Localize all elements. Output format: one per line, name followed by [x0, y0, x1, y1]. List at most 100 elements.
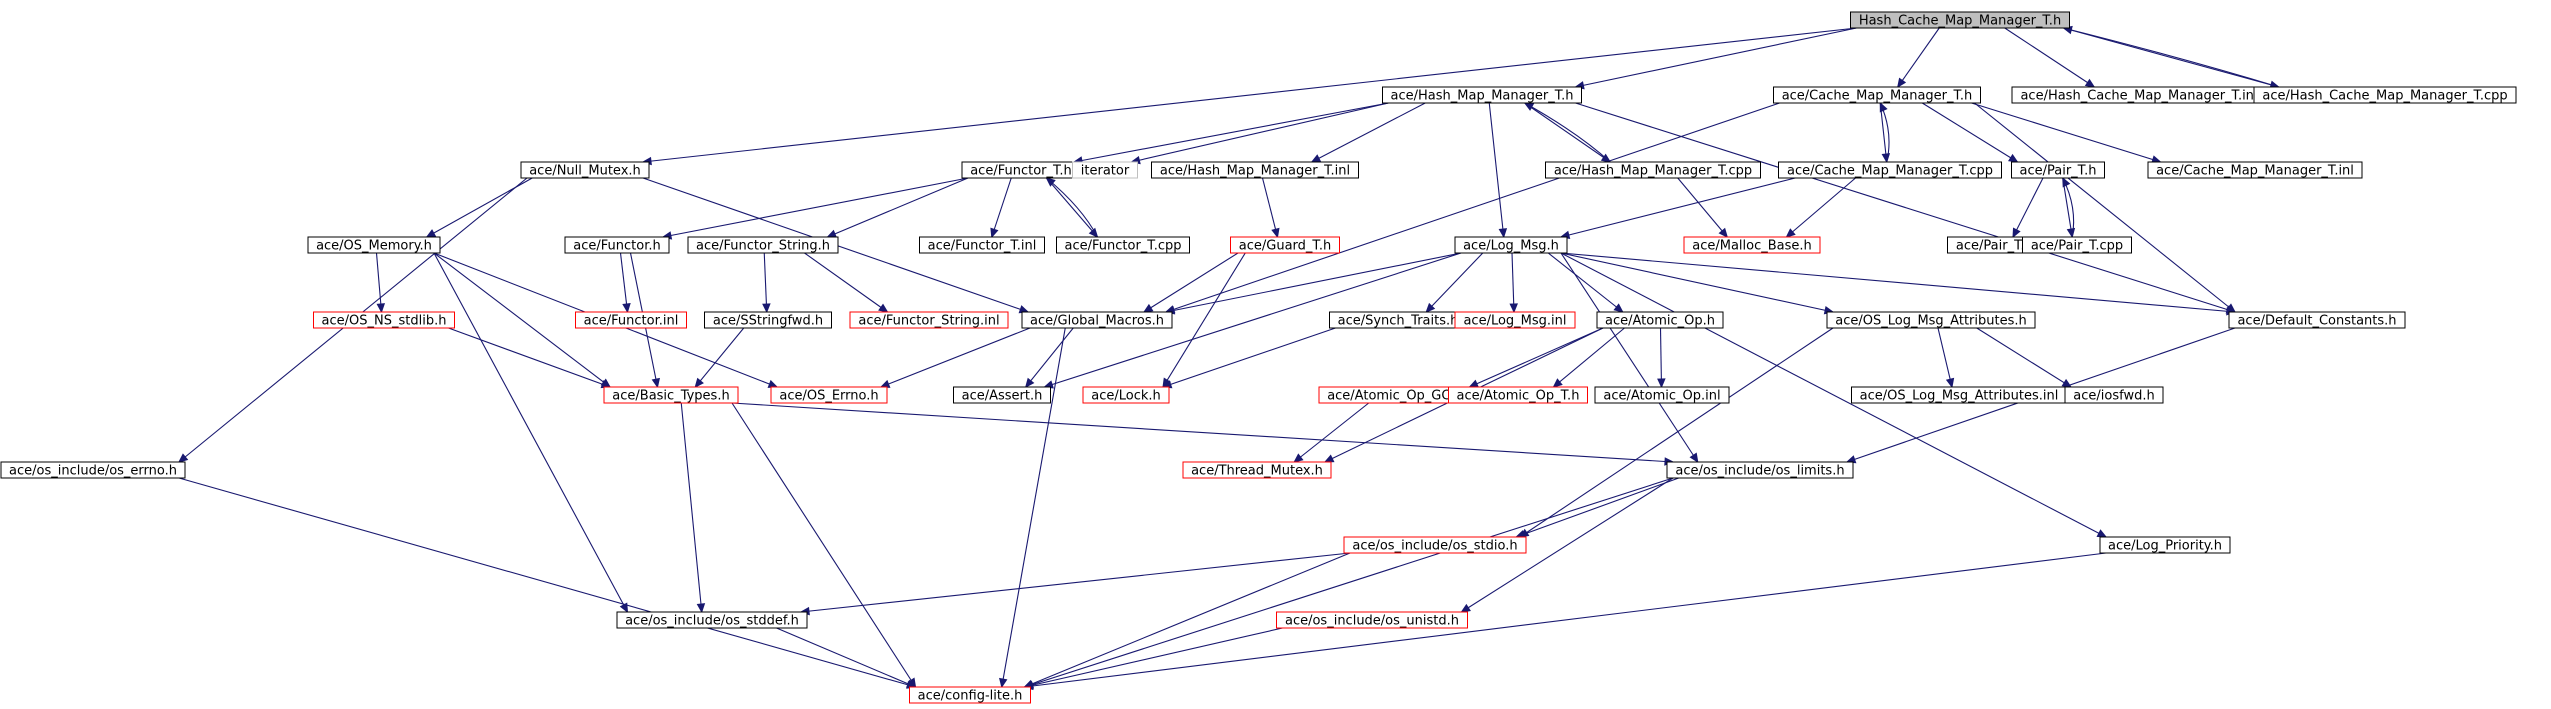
node-os-stdio[interactable]: ace/os_include/os_stdio.h — [1343, 536, 1527, 554]
node-atomic-op-inl[interactable]: ace/Atomic_Op.inl — [1594, 386, 1730, 404]
node-cmm-cpp[interactable]: ace/Cache_Map_Manager_T.cpp — [1778, 161, 2002, 179]
node-box — [770, 386, 888, 404]
node-log-msg[interactable]: ace/Log_Msg.h — [1454, 236, 1568, 254]
node-pair-cpp[interactable]: ace/Pair_T.cpp — [2022, 236, 2132, 254]
node-atomic-op-t[interactable]: ace/Atomic_Op_T.h — [1448, 386, 1588, 404]
node-os-limits[interactable]: ace/os_include/os_limits.h — [1666, 461, 1854, 479]
edge-arrowhead — [1879, 101, 1888, 113]
edge-arrowhead — [2008, 153, 2019, 163]
node-default-constants[interactable]: ace/Default_Constants.h — [2228, 311, 2406, 329]
edge-arrowhead — [1088, 227, 1099, 238]
edge-log-priority-to-config-lite — [1024, 552, 2107, 688]
node-box — [2228, 311, 2406, 329]
edge-arrowhead — [1689, 452, 1699, 464]
nodes-layer: Hash_Cache_Map_Manager_T.h ace/Hash_Map_M… — [0, 11, 2517, 704]
node-log-priority[interactable]: ace/Log_Priority.h — [2099, 536, 2231, 554]
node-box — [1056, 236, 1190, 254]
edge-cmm-h-to-global-macros — [1165, 102, 1780, 313]
node-box — [1545, 161, 1761, 179]
node-label: ace/Functor_T.h — [970, 164, 1072, 179]
node-box — [616, 611, 808, 629]
node-label: ace/Cache_Map_Manager_T.h — [1782, 89, 1973, 104]
node-label: ace/Hash_Cache_Map_Manager_T.cpp — [2262, 89, 2507, 104]
node-functor-inl[interactable]: ace/Functor.inl — [575, 311, 687, 329]
node-assert-h[interactable]: ace/Assert.h — [953, 386, 1051, 404]
edge-root-to-hcmm-inl — [2004, 27, 2095, 88]
edge-arrowhead — [1718, 227, 1729, 238]
node-lock-h[interactable]: ace/Lock.h — [1082, 386, 1170, 404]
node-log-msg-inl[interactable]: ace/Log_Msg.inl — [1454, 311, 1576, 329]
edge-os-include-errno-to-config-lite — [178, 477, 916, 688]
node-label: ace/Functor.h — [573, 239, 660, 254]
node-box — [2147, 161, 2363, 179]
node-box — [1276, 611, 1468, 629]
node-root[interactable]: Hash_Cache_Map_Manager_T.h — [1850, 11, 2070, 29]
node-hmm-inl[interactable]: ace/Hash_Map_Manager_T.inl — [1151, 161, 1359, 179]
edge-arrowhead — [2096, 529, 2108, 538]
node-synch-traits[interactable]: ace/Synch_Traits.h — [1329, 311, 1467, 329]
node-label: ace/Hash_Cache_Map_Manager_T.inl — [2020, 89, 2257, 104]
node-functor-string-inl[interactable]: ace/Functor_String.inl — [849, 311, 1009, 329]
node-hcmm-inl[interactable]: ace/Hash_Cache_Map_Manager_T.inl — [2011, 86, 2267, 104]
node-label: ace/os_include/os_stddef.h — [625, 614, 799, 629]
node-box — [1594, 386, 1730, 404]
node-functor-t-cpp[interactable]: ace/Functor_T.cpp — [1056, 236, 1190, 254]
node-guard-t[interactable]: ace/Guard_T.h — [1230, 236, 1340, 254]
edge-hmm-h-to-hmm-cpp — [1524, 102, 1611, 163]
node-hcmm-cpp[interactable]: ace/Hash_Cache_Map_Manager_T.cpp — [2253, 86, 2517, 104]
node-label: ace/Log_Msg.inl — [1463, 314, 1566, 329]
node-box — [1454, 236, 1568, 254]
node-thread-mutex[interactable]: ace/Thread_Mutex.h — [1182, 461, 1332, 479]
node-box — [307, 236, 441, 254]
edge-arrowhead — [1460, 603, 1471, 613]
edge-arrowhead — [879, 379, 891, 388]
node-hmm-cpp[interactable]: ace/Hash_Map_Manager_T.cpp — [1545, 161, 1761, 179]
edge-root-to-hmm-h — [1575, 27, 1857, 88]
node-null-mutex[interactable]: ace/Null_Mutex.h — [520, 161, 650, 179]
node-functor-h[interactable]: ace/Functor.h — [564, 236, 670, 254]
edge-arrowhead — [622, 303, 631, 314]
edges-layer — [178, 25, 2280, 691]
edge-arrowhead — [767, 379, 779, 388]
edge-synch-traits-to-lock-h — [1162, 327, 1336, 388]
node-sstringfwd[interactable]: ace/SStringfwd.h — [704, 311, 832, 329]
edge-arrowhead — [696, 603, 706, 614]
edge-os-log-attr-to-os-log-attr-inl — [1937, 327, 1953, 388]
node-box — [1773, 86, 1981, 104]
node-os-memory[interactable]: ace/OS_Memory.h — [307, 236, 441, 254]
node-global-macros[interactable]: ace/Global_Macros.h — [1021, 311, 1173, 329]
edge-functor-t-h-to-functor-h — [662, 177, 969, 238]
node-box — [575, 311, 687, 329]
node-os-ns-stdlib[interactable]: ace/OS_NS_stdlib.h — [313, 311, 455, 329]
node-os-log-attr[interactable]: ace/OS_Log_Msg_Attributes.h — [1826, 311, 2036, 329]
node-atomic-op[interactable]: ace/Atomic_Op.h — [1596, 311, 1724, 329]
node-pair-h[interactable]: ace/Pair_T.h — [2011, 161, 2105, 179]
node-os-log-attr-inl[interactable]: ace/OS_Log_Msg_Attributes.inl — [1851, 386, 2067, 404]
node-cmm-inl[interactable]: ace/Cache_Map_Manager_T.inl — [2147, 161, 2363, 179]
node-os-errno[interactable]: ace/OS_Errno.h — [770, 386, 888, 404]
node-functor-string[interactable]: ace/Functor_String.h — [687, 236, 839, 254]
node-basic-types[interactable]: ace/Basic_Types.h — [603, 386, 739, 404]
edge-functor-string-to-sstringfwd — [763, 252, 768, 313]
node-iosfwd[interactable]: ace/iosfwd.h — [2064, 386, 2164, 404]
edge-arrowhead — [694, 377, 704, 388]
edge-arrowhead — [178, 453, 189, 463]
edge-functor-t-h-to-functor-string — [827, 177, 969, 238]
node-config-lite[interactable]: ace/config-lite.h — [909, 686, 1031, 704]
edge-pair-h-to-pair-inl — [2012, 177, 2044, 238]
node-functor-t-h[interactable]: ace/Functor_T.h — [961, 161, 1081, 179]
node-os-unistd[interactable]: ace/os_include/os_unistd.h — [1276, 611, 1468, 629]
edge-guard-t-to-global-macros — [1143, 252, 1239, 313]
node-os-stddef[interactable]: ace/os_include/os_stddef.h — [616, 611, 808, 629]
node-label: ace/os_include/os_limits.h — [1675, 464, 1844, 479]
node-label: ace/Default_Constants.h — [2237, 314, 2396, 329]
node-label: ace/Atomic_Op_GCC_T.h — [1327, 389, 1485, 404]
node-box — [953, 386, 1051, 404]
node-malloc-base[interactable]: ace/Malloc_Base.h — [1683, 236, 1821, 254]
node-label: ace/OS_Log_Msg_Attributes.inl — [1860, 389, 2059, 404]
node-functor-t-inl[interactable]: ace/Functor_T.inl — [919, 236, 1045, 254]
node-os-include-errno[interactable]: ace/os_include/os_errno.h — [0, 461, 186, 479]
node-hmm-h[interactable]: ace/Hash_Map_Manager_T.h — [1382, 86, 1582, 104]
node-cmm-h[interactable]: ace/Cache_Map_Manager_T.h — [1773, 86, 1981, 104]
